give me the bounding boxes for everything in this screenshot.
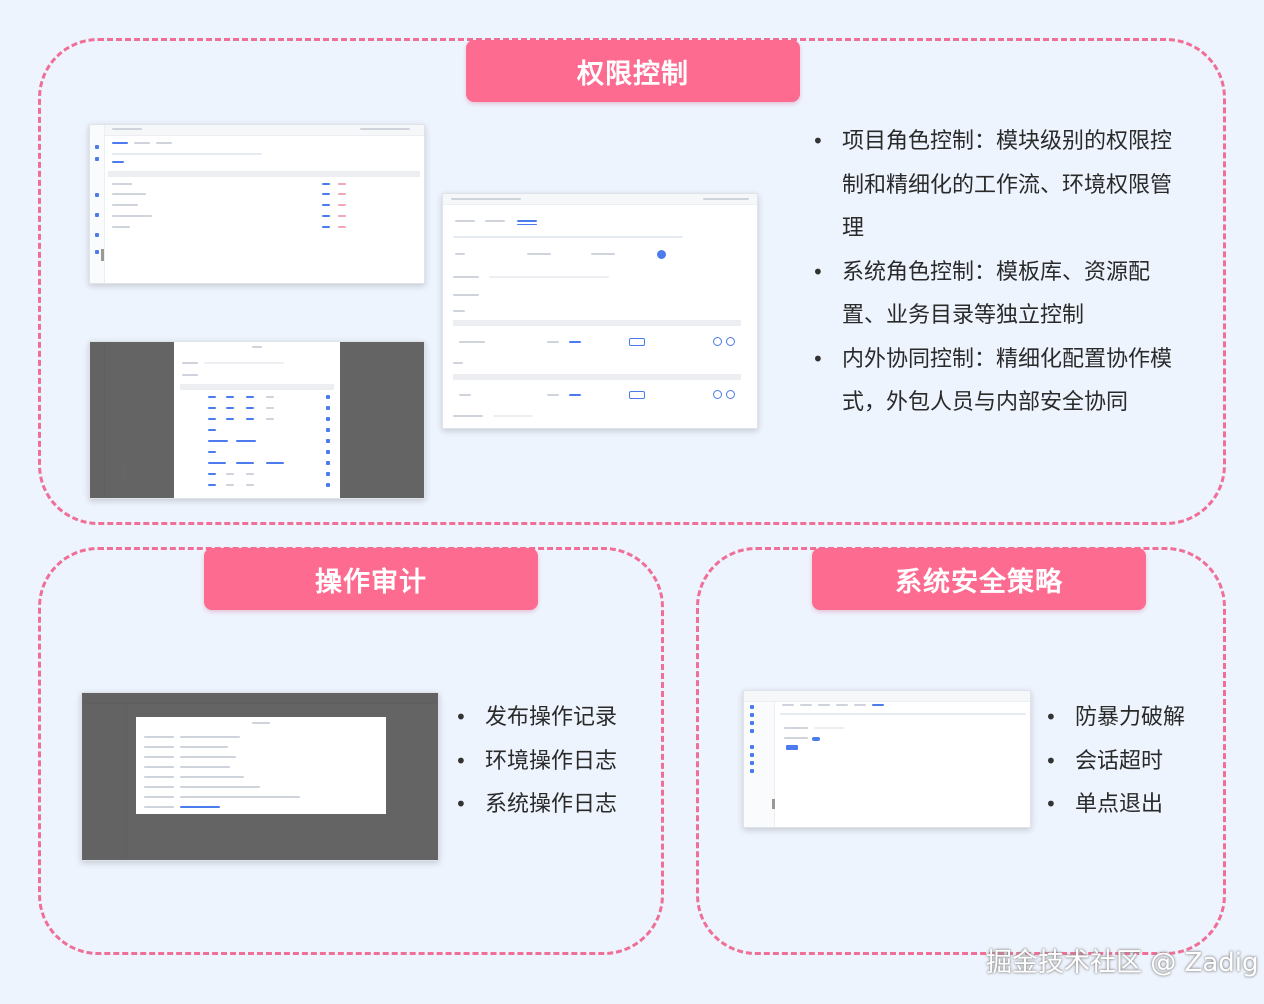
- permission-bullet-list: 项目角色控制：模块级别的权限控制和精细化的工作流、环境权限管理 系统角色控制：模…: [812, 120, 1192, 425]
- permission-title-badge: 权限控制: [466, 40, 800, 102]
- audit-bullet-item: 系统操作日志: [455, 783, 655, 827]
- permission-screenshot-collaboration-mode: [442, 193, 758, 429]
- permission-title: 权限控制: [577, 58, 689, 90]
- audit-bullet-list: 发布操作记录 环境操作日志 系统操作日志: [455, 696, 655, 827]
- audit-bullet-item: 发布操作记录: [455, 696, 655, 740]
- permission-panel: [38, 38, 1226, 525]
- security-bullet-list: 防暴力破解 会话超时 单点退出: [1045, 696, 1215, 827]
- security-screenshot-settings: [743, 690, 1031, 828]
- audit-bullet-item: 环境操作日志: [455, 740, 655, 784]
- permission-bullet-item: 内外协同控制：精细化配置协作模式，外包人员与内部安全协同: [812, 338, 1192, 425]
- permission-screenshot-role-list: [89, 124, 425, 284]
- security-title-badge: 系统安全策略: [812, 548, 1146, 610]
- security-title: 系统安全策略: [895, 566, 1063, 598]
- security-bullet-item: 会话超时: [1045, 740, 1215, 784]
- permission-bullet-item: 项目角色控制：模块级别的权限控制和精细化的工作流、环境权限管理: [812, 120, 1192, 251]
- audit-screenshot-operation-log: [81, 692, 439, 861]
- security-bullet-item: 防暴力破解: [1045, 696, 1215, 740]
- audit-title: 操作审计: [315, 566, 427, 598]
- security-bullet-item: 单点退出: [1045, 783, 1215, 827]
- audit-title-badge: 操作审计: [204, 548, 538, 610]
- permission-screenshot-role-dialog: [89, 341, 425, 499]
- watermark: 掘金技术社区 @ Zadig: [986, 948, 1259, 978]
- permission-bullet-item: 系统角色控制：模板库、资源配置、业务目录等独立控制: [812, 251, 1192, 338]
